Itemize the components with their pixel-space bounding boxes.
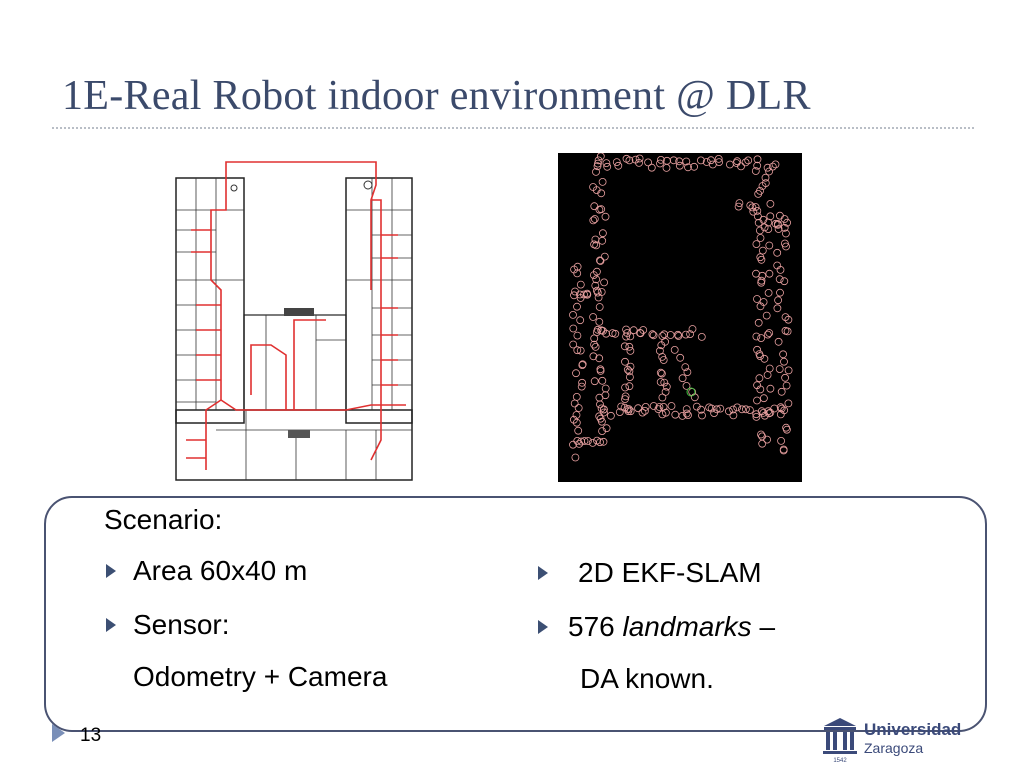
landmarks-item: 576 landmarks – bbox=[568, 611, 776, 642]
university-logo-icon: 1542 bbox=[823, 718, 857, 764]
university-name: Universidad bbox=[864, 720, 962, 739]
bullet-icon bbox=[538, 620, 548, 634]
slide-title: 1E-Real Robot indoor environment @ DLR bbox=[62, 73, 811, 119]
svg-text:1542: 1542 bbox=[833, 758, 847, 764]
sensor-detail: Odometry + Camera bbox=[133, 661, 388, 692]
floor-plan-image bbox=[166, 140, 420, 485]
bullet-icon bbox=[538, 566, 548, 580]
data-association-item: DA known. bbox=[580, 663, 714, 694]
university-city: Zaragoza bbox=[864, 740, 924, 756]
title-divider bbox=[52, 127, 974, 129]
bullet-icon bbox=[106, 618, 116, 632]
content-box bbox=[44, 496, 987, 732]
bullet-icon bbox=[106, 564, 116, 578]
page-number: 13 bbox=[80, 725, 102, 746]
scenario-label: Scenario: bbox=[104, 504, 223, 535]
sensor-item: Sensor: bbox=[133, 609, 230, 640]
nav-arrow-icon bbox=[52, 724, 65, 742]
landmark-map-image bbox=[558, 153, 802, 482]
ekf-slam-item: 2D EKF-SLAM bbox=[578, 557, 762, 588]
area-item: Area 60x40 m bbox=[133, 555, 308, 586]
